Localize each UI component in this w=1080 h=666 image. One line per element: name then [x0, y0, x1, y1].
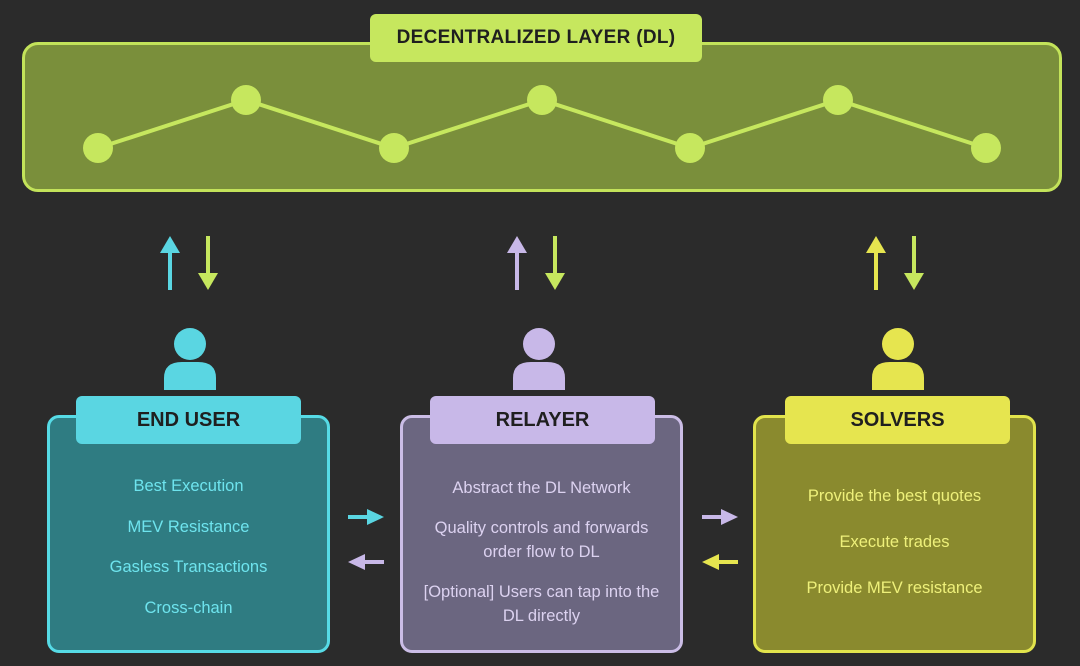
relayer-to-solvers-arrow-icon	[702, 509, 738, 525]
down-arrow-icon	[545, 236, 565, 290]
solvers-dl-arrows	[866, 236, 924, 290]
relayer-person-icon	[513, 328, 565, 390]
relayer-card	[400, 415, 683, 653]
up-arrow-icon	[866, 236, 886, 290]
relayer-item: [Optional] Users can tap into the DL dir…	[423, 583, 660, 625]
dl-node	[971, 133, 1001, 163]
dl-node	[379, 133, 409, 163]
end-user-item: MEV Resistance	[127, 517, 250, 536]
relayer-to-enduser-arrow-icon	[348, 554, 384, 570]
end-user-item: Best Execution	[133, 477, 244, 495]
down-arrow-icon	[198, 236, 218, 290]
down-arrow-icon	[904, 236, 924, 290]
end-user-title: END USER	[76, 396, 301, 444]
relayer-dl-arrows	[507, 236, 565, 290]
end-user-card	[47, 415, 330, 653]
up-arrow-icon	[160, 236, 180, 290]
end-user-item: Gasless Transactions	[109, 558, 268, 576]
dl-node	[823, 85, 853, 115]
solvers-items: Provide the best quotes Execute trades P…	[753, 484, 1036, 622]
dl-node	[231, 85, 261, 115]
solvers-title: SOLVERS	[785, 396, 1010, 444]
dl-node	[675, 133, 705, 163]
solvers-to-relayer-arrow-icon	[702, 554, 738, 570]
decentralized-layer-title: DECENTRALIZED LAYER (DL)	[370, 14, 702, 62]
enduser-person-icon	[164, 328, 216, 390]
up-arrow-icon	[507, 236, 527, 290]
end-user-item: Cross-chain	[144, 598, 233, 617]
relayer-title: RELAYER	[430, 396, 655, 444]
enduser-dl-arrows	[160, 236, 218, 290]
solvers-person-icon	[872, 328, 924, 390]
relayer-item: Abstract the DL Network	[452, 479, 631, 497]
relayer-items: Abstract the DL Network Quality controls…	[400, 476, 683, 644]
dl-network	[83, 85, 1001, 163]
relayer-item: Quality controls and forwards order flow…	[434, 519, 649, 561]
enduser-to-relayer-arrow-icon	[348, 509, 384, 525]
solvers-item: Provide the best quotes	[807, 487, 982, 505]
solvers-item: Provide MEV resistance	[806, 579, 983, 597]
end-user-items: Best Execution MEV Resistance Gasless Tr…	[47, 474, 330, 636]
dl-node	[83, 133, 113, 163]
solvers-card	[753, 415, 1036, 653]
solvers-item: Execute trades	[839, 533, 950, 551]
dl-node	[527, 85, 557, 115]
